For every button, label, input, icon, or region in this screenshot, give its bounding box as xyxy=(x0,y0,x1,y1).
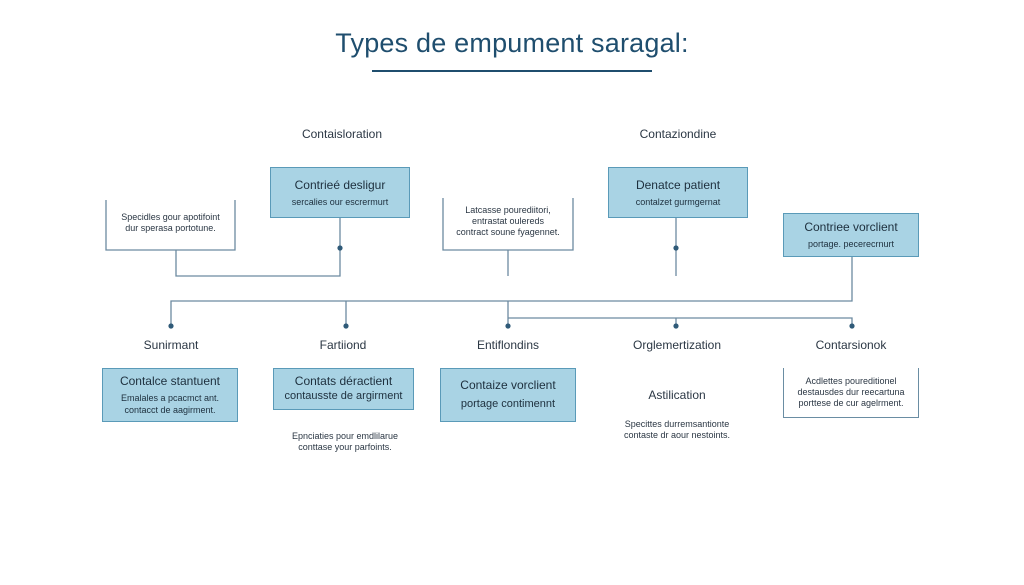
box-title: Contaize vorclient xyxy=(460,378,556,392)
bottom-box-1: Contalce stantuent Emalales a pcacmct an… xyxy=(102,368,238,422)
title-underline xyxy=(372,70,652,72)
bottom-box-5: Acdlettes poureditionel destausdes dur r… xyxy=(783,368,919,418)
box-title: Contriee vorclient xyxy=(804,220,898,234)
box-title: Contrieé desligur xyxy=(294,177,386,192)
bottom-box-3: Contaize vorclient portage contimennt xyxy=(440,368,576,422)
connector-dot xyxy=(505,323,511,329)
top-note-2: Latcasse pourediitori, entrastat oulered… xyxy=(456,205,560,237)
bottom-label-5: Contarsionok xyxy=(815,338,887,352)
connector-line xyxy=(170,257,853,326)
box-subtitle: sercalies our escrermurt xyxy=(291,196,389,207)
box-subtitle: contacct de aagirment. xyxy=(124,405,216,415)
bottom-label-2: Fartiiond xyxy=(319,338,367,352)
connector-line xyxy=(105,200,236,251)
top-box-1: Contrieé desligur sercalies our escrermu… xyxy=(270,167,410,218)
box-title: Contalce stantuent xyxy=(119,374,221,388)
connector-dot xyxy=(673,245,679,251)
diagram-title: Types de empument saragal: xyxy=(335,28,689,58)
connector-dot xyxy=(343,323,349,329)
bottom-box-2: Contats déractient contausste de argirme… xyxy=(273,368,414,410)
box-subtitle: Emalales a pcacmct ant. xyxy=(120,393,220,403)
box-subtitle: portage contimennt xyxy=(460,398,556,410)
bottom-mid-label: Astilication xyxy=(648,388,706,402)
connector-line xyxy=(508,317,853,326)
bottom-label-3: Entiflondins xyxy=(476,338,540,352)
box-subtitle: contausste de argirment xyxy=(284,390,403,402)
box-subtitle: portage. pecerecrnurt xyxy=(807,239,895,249)
connector-dot xyxy=(849,323,855,329)
connector-dot xyxy=(168,323,174,329)
box-title: Contats déractient xyxy=(294,374,393,388)
connector-dot xyxy=(673,323,679,329)
bottom-label-1: Sunirmant xyxy=(143,338,199,352)
top-box-3: Contriee vorclient portage. pecerecrnurt xyxy=(783,213,919,257)
connector-dot xyxy=(337,245,343,251)
top-note-1: Specidles gour apotifoint dur sperasa po… xyxy=(121,212,220,233)
top-box-2: Denatce patient contalzet gurmgernat xyxy=(608,167,748,218)
top-right-label: Contaziondine xyxy=(639,127,717,141)
box-subtitle: contalzet gurmgernat xyxy=(635,196,721,207)
bottom-label-4: Orglemertization xyxy=(632,338,722,352)
bottom-note-4: Specittes durremsantionte contaste dr ao… xyxy=(623,419,731,440)
bottom-note-2: Epnciaties pour emdlilarue conttase your… xyxy=(291,431,399,452)
top-left-label: Contaisloration xyxy=(301,127,383,141)
box-title: Denatce patient xyxy=(635,177,721,192)
